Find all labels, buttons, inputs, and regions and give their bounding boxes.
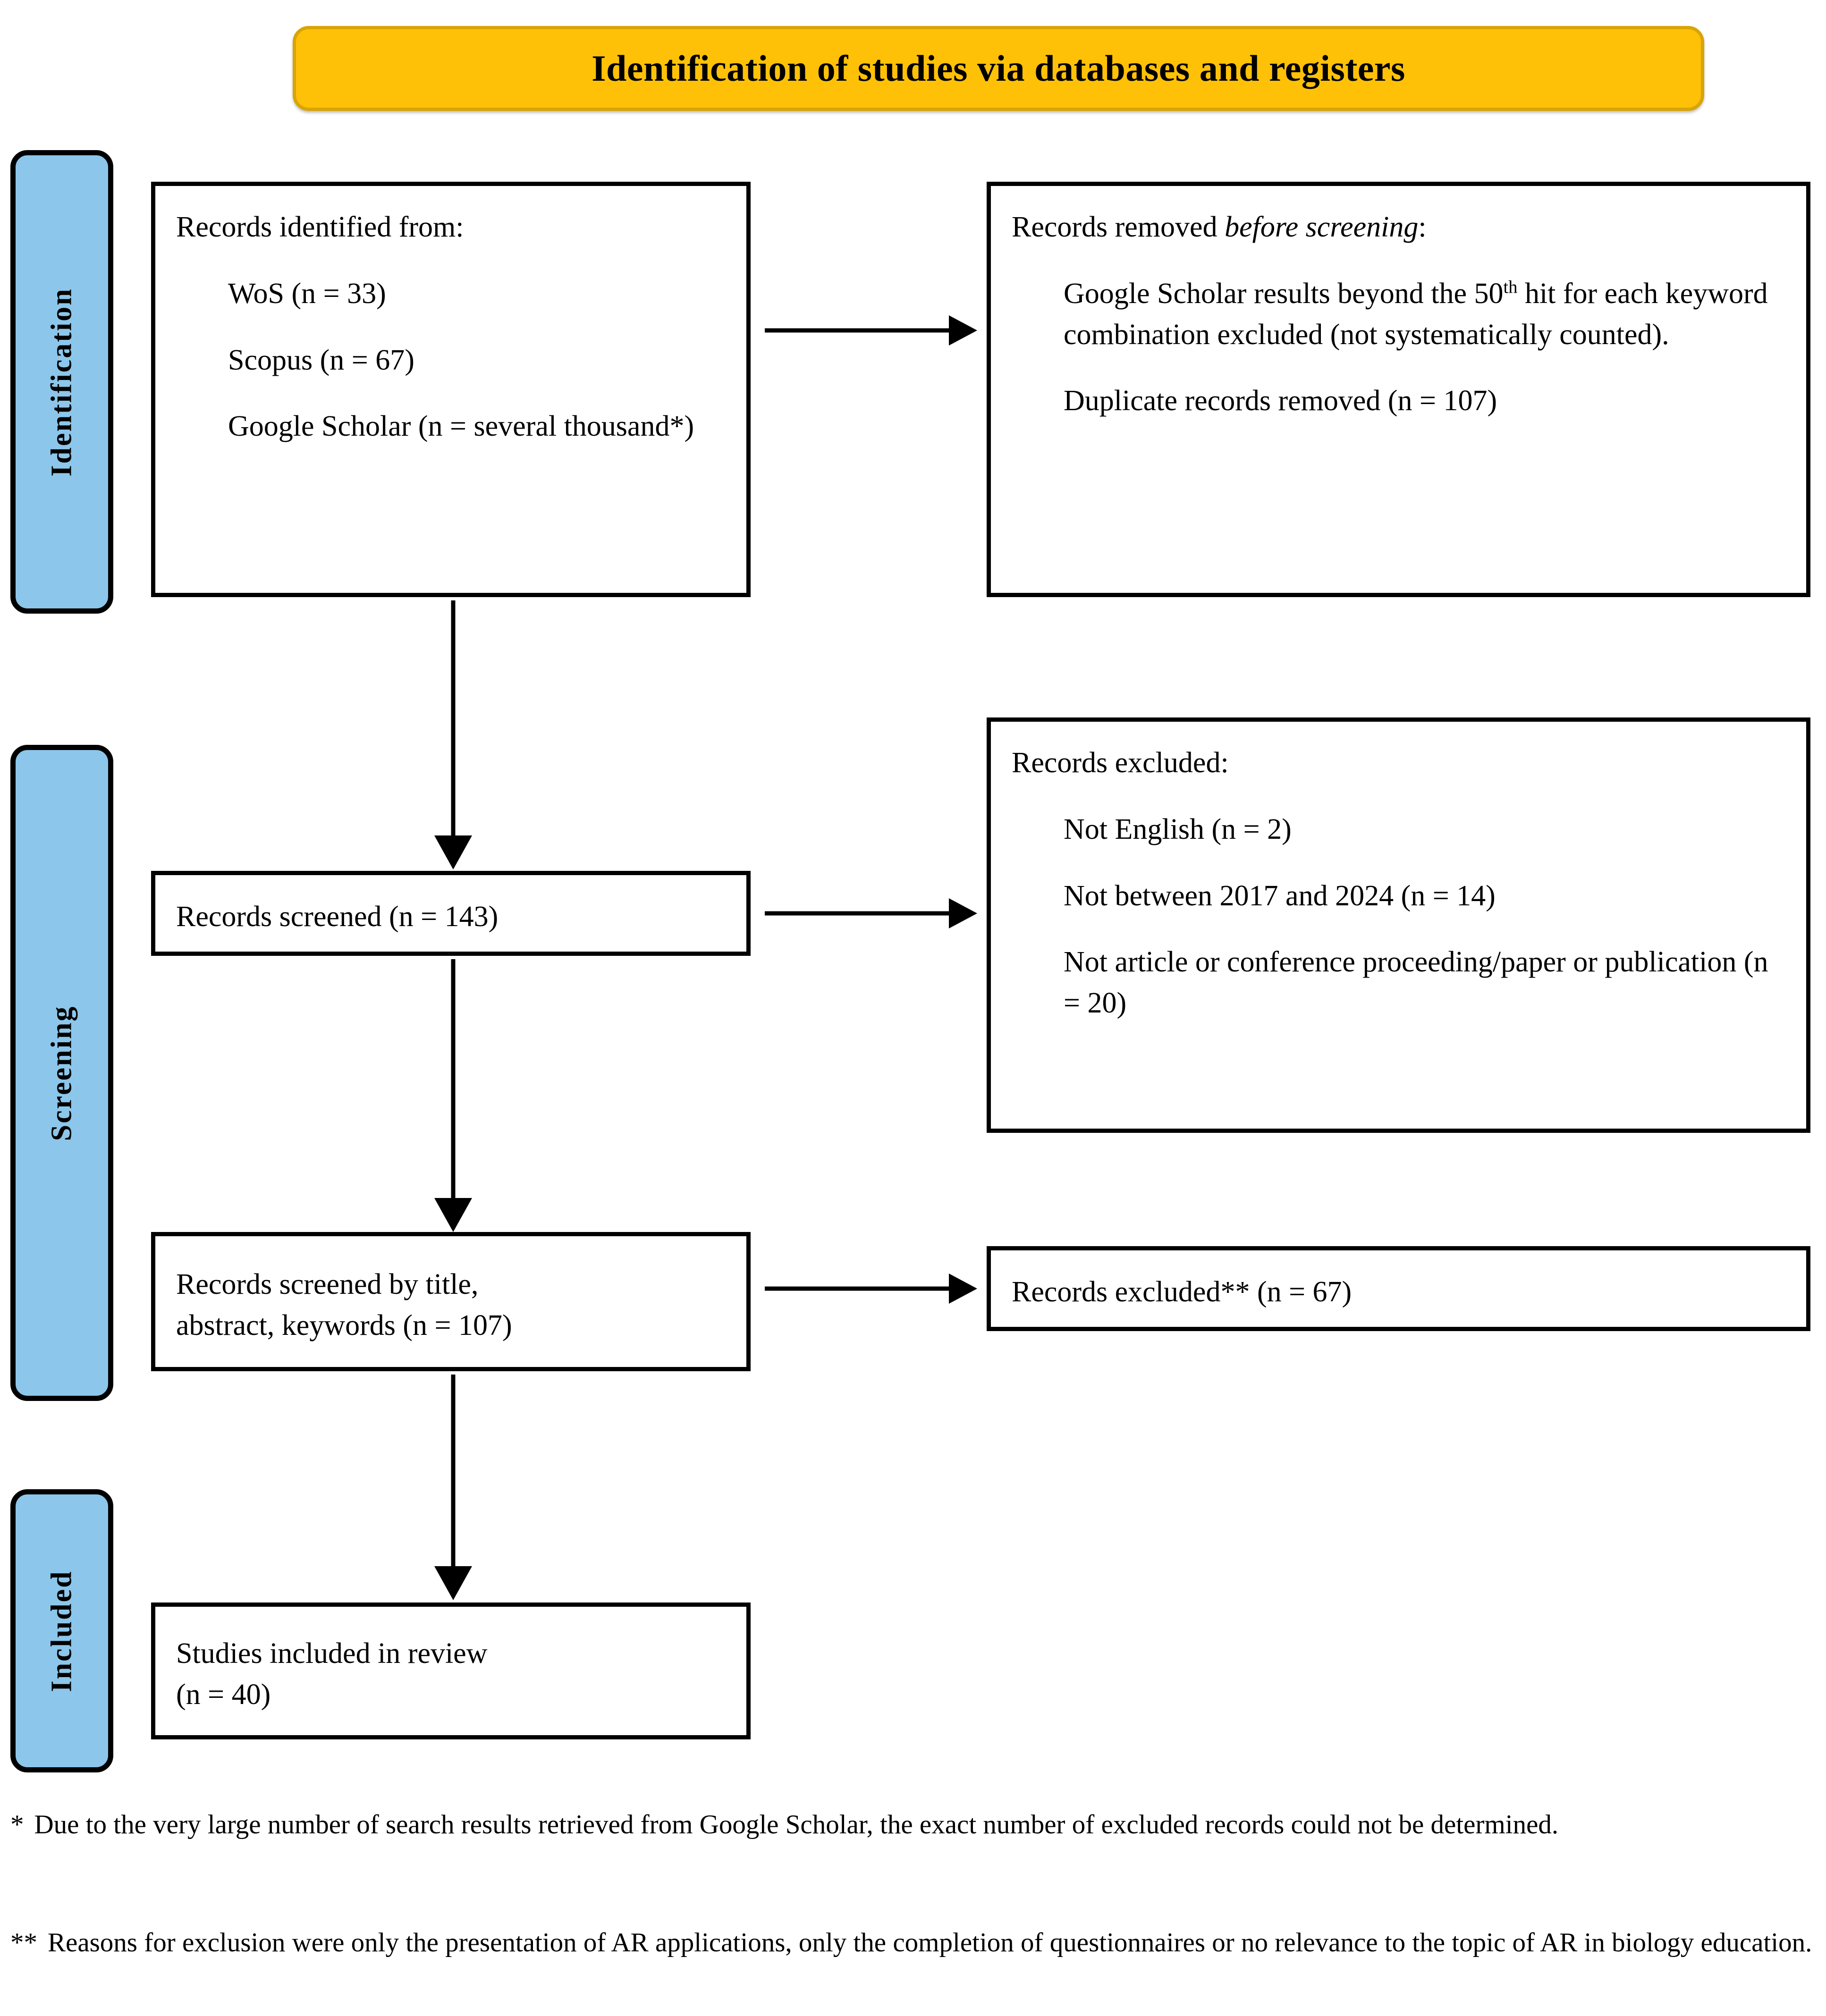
arrow-identified-to-screened <box>425 600 482 869</box>
arrow-identified-to-removed <box>765 312 977 349</box>
stage-label-screening-text: Screening <box>45 1005 78 1141</box>
diagram-title-banner: Identification of studies via databases … <box>293 26 1704 111</box>
box-records-identified: Records identified from: WoS (n = 33) Sc… <box>151 182 751 597</box>
diagram-title-text: Identification of studies via databases … <box>592 48 1405 89</box>
arrow-screened-by-title-to-excluded-secondary <box>765 1270 977 1307</box>
arrow-screened-to-excluded <box>765 894 977 932</box>
records-identified-item-google-scholar: Google Scholar (n = several thousand*) <box>228 410 694 443</box>
footnote-asterisk: * Due to the very large number of search … <box>10 1803 1818 1847</box>
records-identified-item-scopus: Scopus (n = 67) <box>228 344 414 376</box>
box-records-screened-by-title: Records screened by title, abstract, key… <box>151 1232 751 1371</box>
records-excluded-item-not-article: Not article or conference proceeding/pap… <box>1064 946 1768 1020</box>
records-excluded-secondary-text: Records excluded** (n = 67) <box>1012 1275 1352 1308</box>
stage-label-identification: Identification <box>10 150 113 614</box>
box-records-screened: Records screened (n = 143) <box>151 871 751 956</box>
records-identified-heading: Records identified from: <box>176 211 464 243</box>
footnote-double-asterisk-marker: ** <box>10 1928 37 1957</box>
records-removed-item-suffix: hit for each keyword combination exclude… <box>1064 277 1768 351</box>
box-records-excluded-secondary: Records excluded** (n = 67) <box>987 1246 1810 1331</box>
records-screened-title-line-2: abstract, keywords (n = 107) <box>176 1309 512 1341</box>
studies-included-line-2: (n = 40) <box>176 1679 271 1711</box>
records-removed-heading: Records removed before screening: <box>1012 207 1787 248</box>
stage-label-included-text: Included <box>45 1569 78 1692</box>
records-screened-title-line-1: Records screened by title, <box>176 1268 479 1300</box>
footnote-asterisk-marker: * <box>10 1810 24 1839</box>
records-excluded-item-not-english: Not English (n = 2) <box>1064 813 1292 845</box>
records-excluded-heading: Records excluded: <box>1012 747 1229 779</box>
records-removed-heading-suffix: : <box>1418 211 1427 243</box>
records-screened-text: Records screened (n = 143) <box>176 900 499 933</box>
records-removed-item-prefix: Google Scholar results beyond the 50 <box>1064 277 1504 310</box>
arrow-screened-to-screened-by-title <box>425 959 482 1233</box>
records-removed-item-duplicates: Duplicate records removed (n = 107) <box>1064 385 1497 417</box>
records-removed-item-superscript: th <box>1503 277 1518 297</box>
records-excluded-item-not-between-years: Not between 2017 and 2024 (n = 14) <box>1064 879 1496 912</box>
stage-label-identification-text: Identification <box>45 287 78 477</box>
studies-included-line-1: Studies included in review <box>176 1637 488 1670</box>
records-removed-heading-prefix: Records removed <box>1012 211 1225 243</box>
box-records-removed-before-screening: Records removed before screening: Google… <box>987 182 1810 597</box>
footnote-double-asterisk-text: Reasons for exclusion were only the pres… <box>48 1928 1812 1957</box>
box-studies-included: Studies included in review (n = 40) <box>151 1603 751 1739</box>
footnote-double-asterisk: ** Reasons for exclusion were only the pr… <box>10 1921 1818 1965</box>
records-removed-heading-italic: before screening <box>1225 211 1419 243</box>
stage-label-included: Included <box>10 1489 113 1772</box>
records-removed-item-google-scholar: Google Scholar results beyond the 50th h… <box>1012 273 1787 355</box>
arrow-screened-by-title-to-included <box>425 1375 482 1601</box>
box-records-excluded: Records excluded: Not English (n = 2) No… <box>987 717 1810 1133</box>
footnote-asterisk-text: Due to the very large number of search r… <box>34 1810 1559 1839</box>
stage-label-screening: Screening <box>10 745 113 1401</box>
records-identified-item-wos: WoS (n = 33) <box>228 277 386 310</box>
